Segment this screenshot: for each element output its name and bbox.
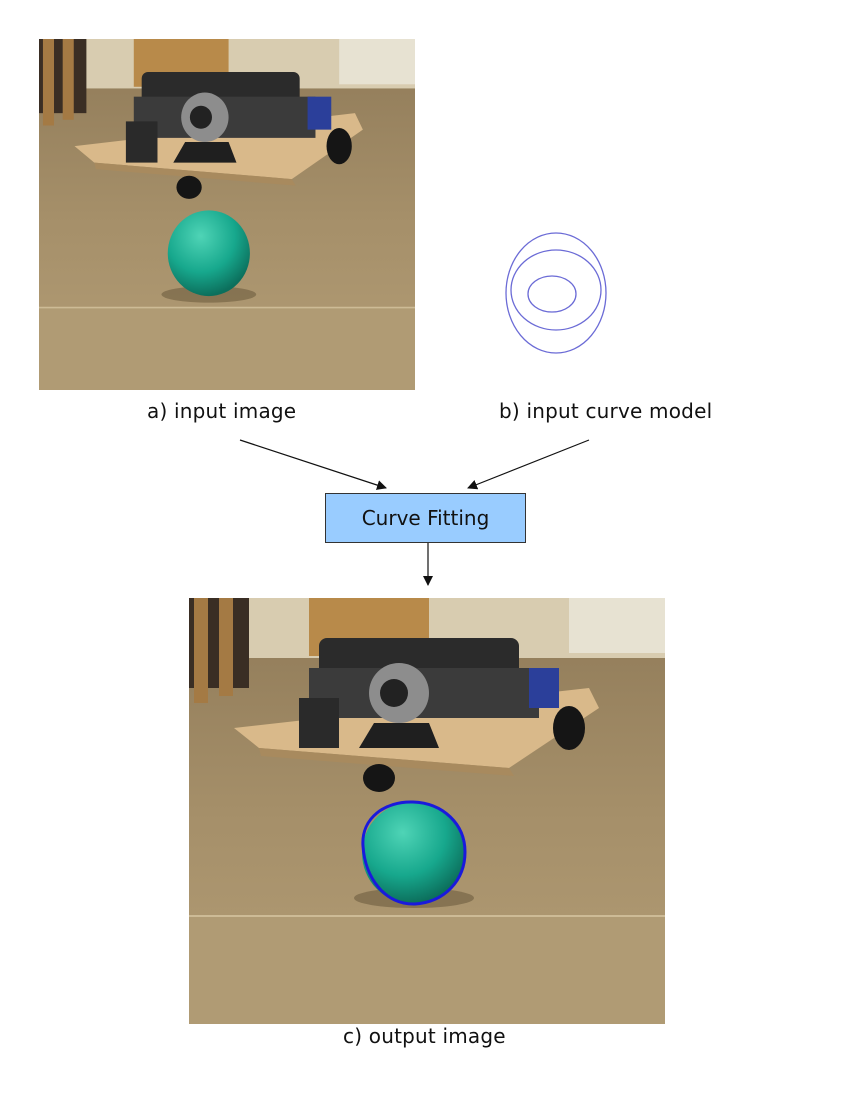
outer-ellipse	[505, 232, 607, 354]
curve-fitting-label: Curve Fitting	[361, 506, 490, 530]
fitted-curve	[361, 800, 467, 906]
middle-ellipse	[510, 249, 602, 331]
curve-model-ellipses	[505, 232, 607, 354]
caption-output-image: c) output image	[343, 1024, 506, 1048]
caption-input-image: a) input image	[147, 399, 297, 423]
input-image-photo	[39, 39, 415, 390]
arrow-image-to-fitting	[239, 439, 387, 490]
arrow-model-to-fitting	[467, 439, 590, 490]
output-image-photo	[189, 598, 665, 1024]
caption-input-curve-model: b) input curve model	[499, 399, 713, 423]
curve-fitting-box: Curve Fitting	[325, 493, 526, 543]
inner-ellipse	[527, 275, 577, 313]
